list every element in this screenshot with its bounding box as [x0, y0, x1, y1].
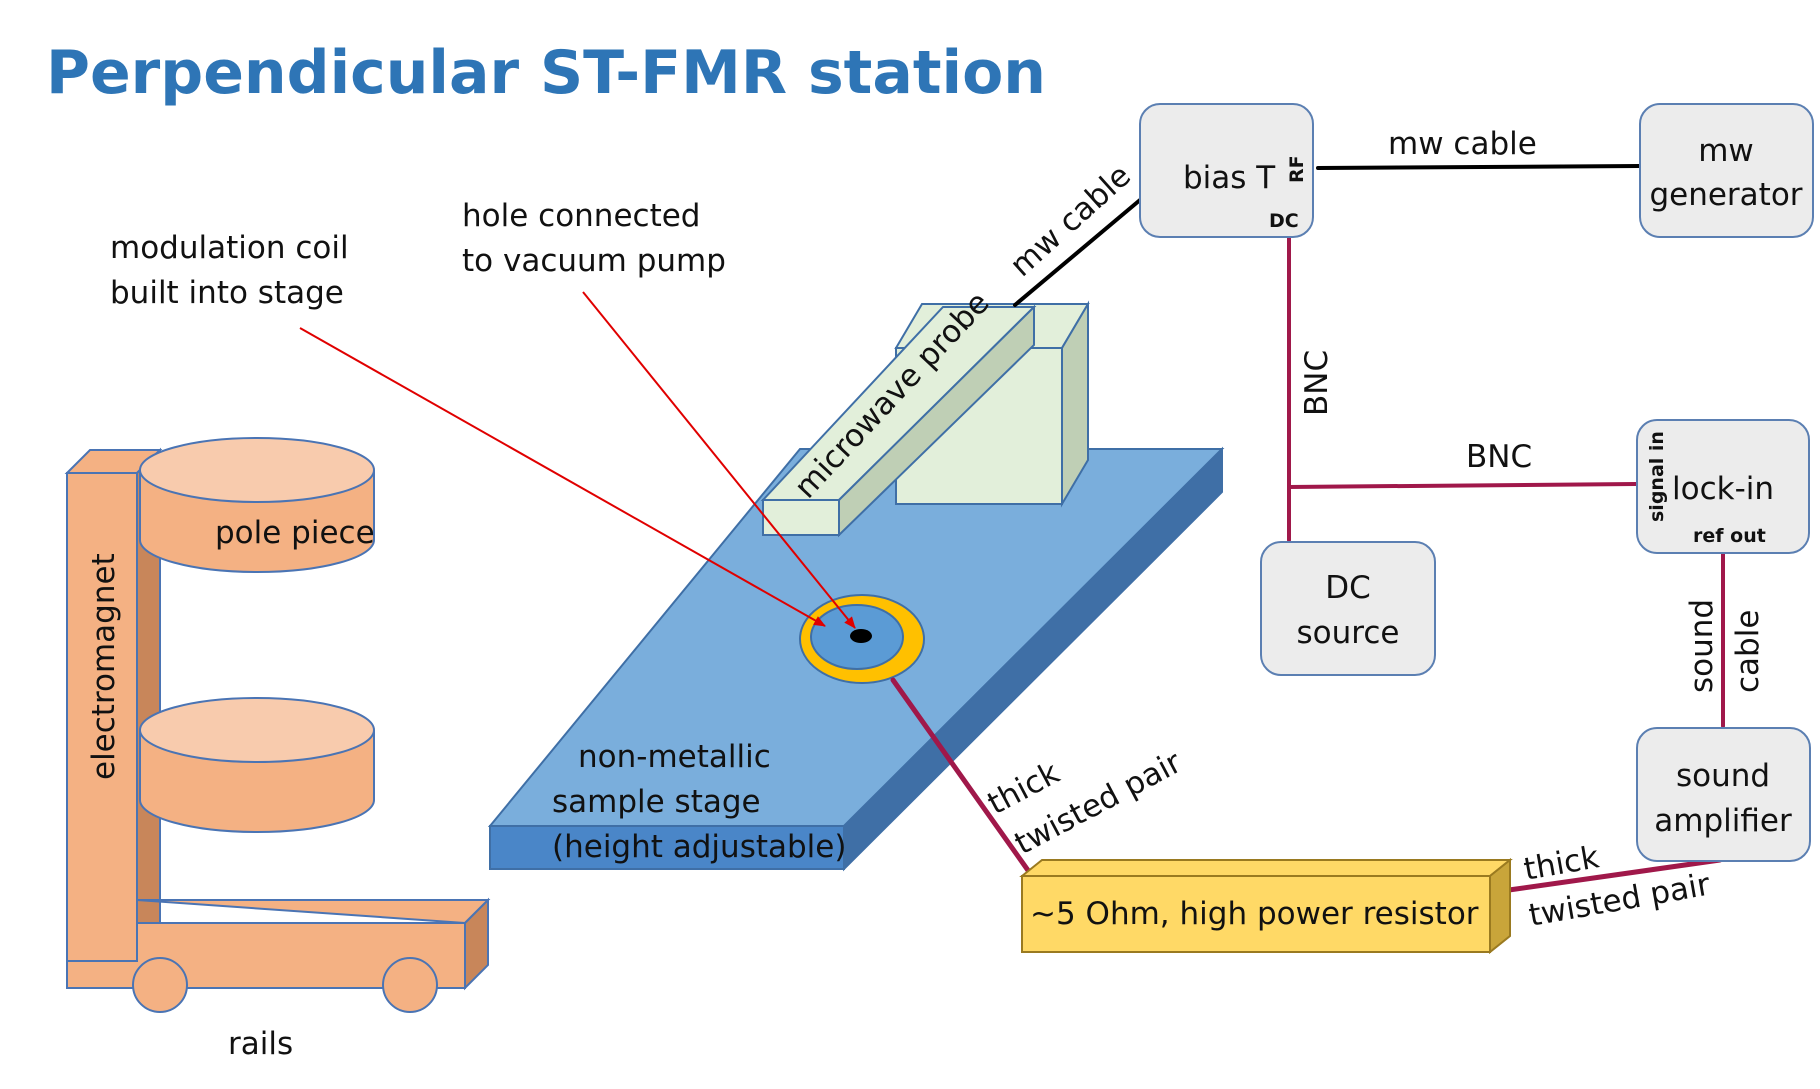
modulation-coil-annotation: modulation coil built into stage	[110, 230, 826, 627]
stage-label: non-metallic sample stage (height adjust…	[552, 739, 846, 865]
resistor: ~5 Ohm, high power resistor	[1019, 857, 1513, 955]
rails-label: rails	[228, 1026, 293, 1062]
dc-source-box: DC source	[1260, 541, 1436, 676]
stage-label-line-1: non-metallic	[578, 739, 771, 775]
dc-source-line-1: DC	[1325, 570, 1371, 606]
cables	[890, 164, 1725, 893]
bias-t-rf-label: RF	[1286, 155, 1308, 183]
microwave-probe	[760, 300, 1090, 538]
bias-t-box: bias T RF DC	[1139, 103, 1314, 238]
sample-holder	[799, 594, 925, 684]
mw-cable-bias-generator	[1316, 164, 1642, 170]
vacuum-hole-line-1: hole connected	[462, 198, 700, 234]
vacuum-hole	[850, 629, 872, 643]
pole-piece-lower-top	[139, 697, 375, 763]
dc-source-line-2: source	[1297, 615, 1400, 651]
vacuum-hole-line-2: to vacuum pump	[462, 243, 726, 279]
electromagnet	[64, 437, 491, 1013]
stage-label-line-3: (height adjustable)	[552, 829, 846, 865]
mw-cable-label-generator: mw cable	[1388, 126, 1537, 162]
modulation-coil-line-1: modulation coil	[110, 230, 349, 266]
twisted-pair-amplifier	[1506, 857, 1723, 893]
resistor-top	[1019, 859, 1513, 877]
bnc-label-horizontal: BNC	[1466, 439, 1532, 475]
bnc-cable-horizontal	[1287, 482, 1638, 489]
magnet-post-front	[66, 472, 138, 962]
stage-label-line-2: sample stage	[552, 784, 761, 820]
bias-t-dc-label: DC	[1269, 210, 1299, 232]
lock-in-ref-label: ref out	[1693, 525, 1766, 547]
page-title: Perpendicular ST-FMR station	[46, 38, 1046, 108]
pole-piece-label: pole piece	[215, 515, 375, 551]
vacuum-hole-pointer	[582, 291, 856, 629]
resistor-side	[1489, 857, 1511, 955]
sound-cable-label-1: sound	[1684, 599, 1720, 693]
bias-t-label: bias T	[1183, 160, 1276, 196]
mw-generator-line-2: generator	[1649, 177, 1802, 213]
mw-generator-box: mw generator	[1639, 103, 1814, 238]
lock-in-label: lock-in	[1672, 471, 1774, 507]
wheel-left	[132, 957, 188, 1013]
sound-amplifier-line-2: amplifier	[1654, 803, 1792, 839]
sound-amplifier-box: sound amplifier	[1636, 727, 1811, 862]
modulation-coil-pointer	[299, 327, 826, 627]
vacuum-hole-annotation: hole connected to vacuum pump	[462, 198, 856, 629]
resistor-front	[1021, 875, 1491, 953]
stage-front	[489, 825, 845, 870]
rails-top	[136, 899, 491, 925]
bnc-label-vertical: BNC	[1299, 350, 1335, 416]
probe-arm-front	[762, 499, 840, 536]
sound-amplifier-line-1: sound	[1676, 758, 1770, 794]
lock-in-box: lock-in signal in ref out	[1636, 419, 1810, 554]
mw-generator-line-1: mw	[1698, 133, 1754, 169]
lock-in-signal-label: signal in	[1646, 431, 1668, 522]
mw-cable-probe-bias	[1013, 198, 1142, 307]
modulation-coil-line-2: built into stage	[110, 275, 344, 311]
twisted-pair-stage	[890, 677, 1035, 879]
electromagnet-label: electromagnet	[86, 553, 122, 780]
pole-piece-upper-top	[139, 437, 375, 503]
wheel-right	[382, 957, 438, 1013]
sound-cable-label-2: cable	[1730, 610, 1766, 693]
resistor-label: ~5 Ohm, high power resistor	[1030, 896, 1479, 932]
